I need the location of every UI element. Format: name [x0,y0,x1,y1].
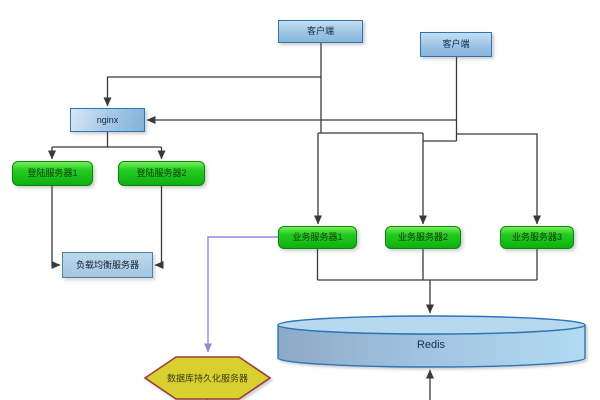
edge-biz1-to-persistence [204,236,278,353]
redis-label: Redis [417,339,446,351]
node-nginx-label: nginx [96,114,119,125]
node-load-balancer: 负载均衡服务器 [62,252,153,278]
node-login-server-1: 登陆服务器1 [12,161,93,186]
node-biz-server-2-label: 业务服务器2 [397,232,448,242]
edge-trunk-to-biz3 [456,133,541,225]
node-client-right-label: 客户端 [442,39,470,49]
node-nginx: nginx [70,108,145,132]
edge-login2-to-lb [154,186,164,269]
node-load-balancer-label: 负载均衡服务器 [75,259,139,270]
node-login-server-2-label: 登陆服务器2 [136,168,187,178]
node-biz-server-3: 业务服务器3 [500,226,574,249]
db-persistence-label: 数据库持久化服务器 [167,373,248,384]
node-login-server-1-label: 登陆服务器1 [27,168,78,178]
redis-cylinder [277,315,586,368]
node-login-server-2: 登陆服务器2 [118,161,205,186]
node-client-top: 客户端 [278,20,363,43]
edge-nginx-split [52,132,162,148]
edge-login1-to-lb [51,186,61,269]
node-client-top-label: 客户端 [306,26,334,36]
node-client-right: 客户端 [420,32,492,57]
node-biz-server-2: 业务服务器2 [385,226,461,249]
edge-client-top-to-nginx [103,43,322,107]
edge-biz-merge [316,249,538,281]
node-biz-server-1-label: 业务服务器1 [292,232,343,242]
node-biz-server-3-label: 业务服务器3 [511,232,562,242]
db-persistence-hexagon [143,356,272,400]
edge-client-right-trunk [423,57,458,142]
node-biz-server-1: 业务服务器1 [278,226,357,249]
